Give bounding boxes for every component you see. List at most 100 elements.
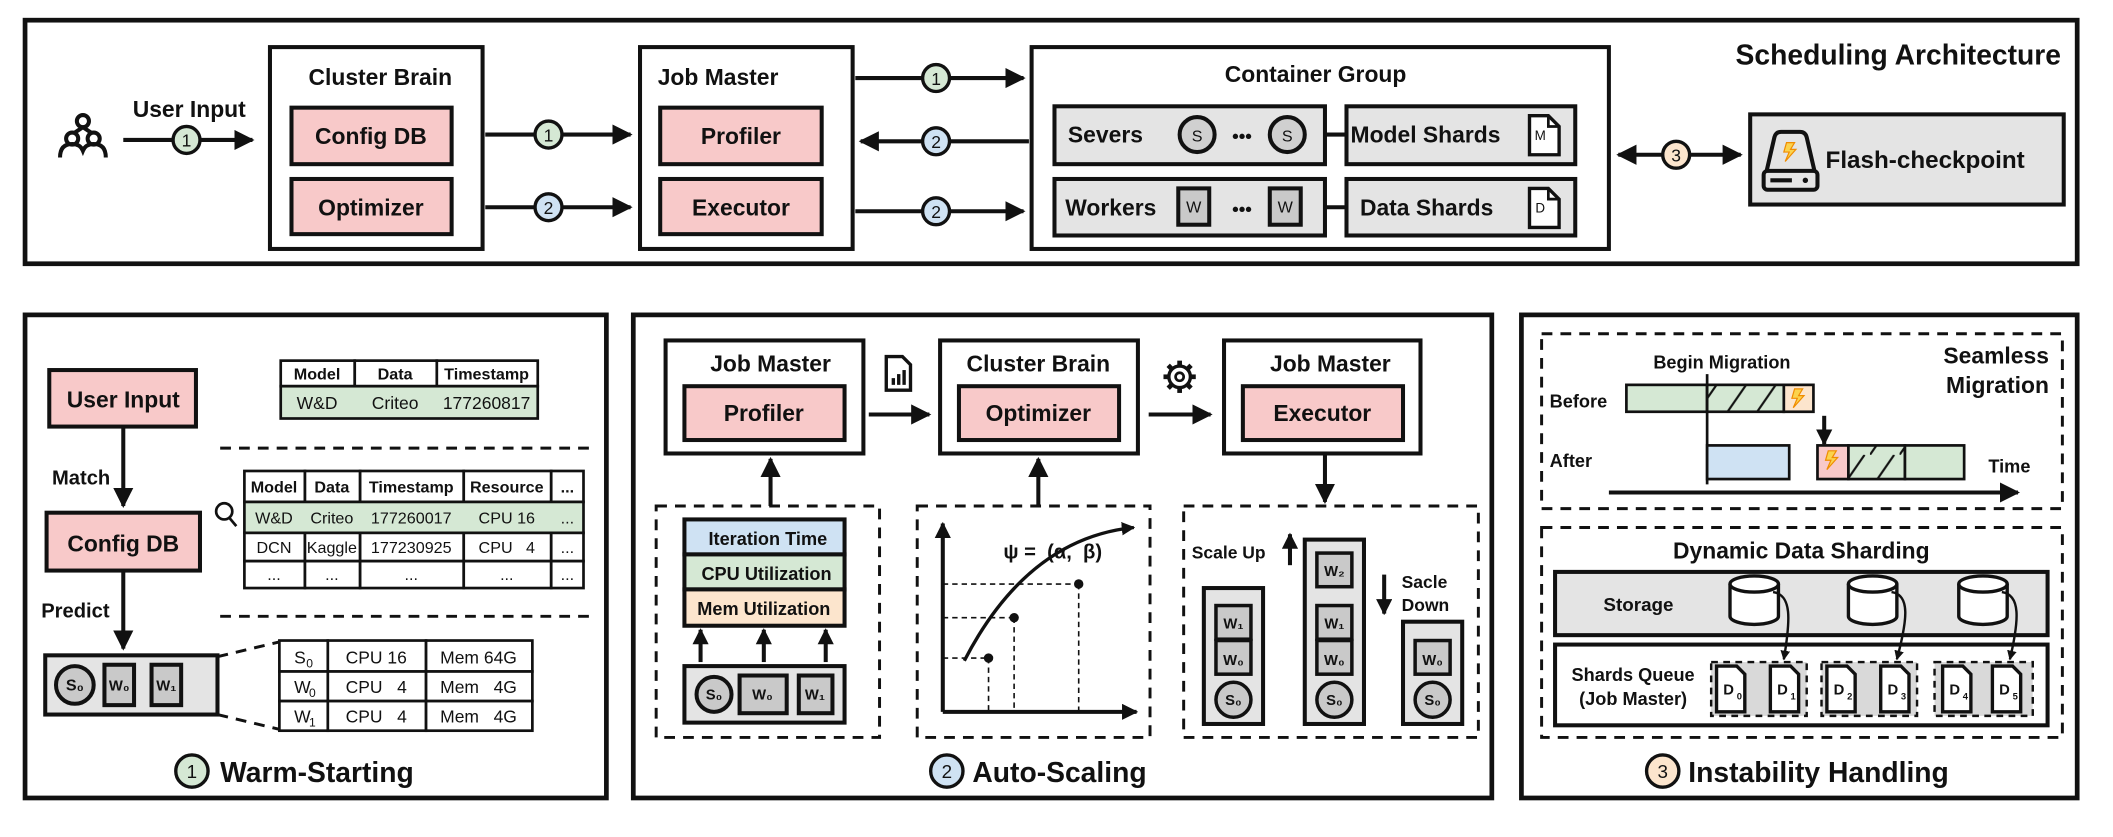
database-icon xyxy=(1957,574,2009,627)
predicted-node-group[interactable]: S₀ W₀ W₁ xyxy=(43,653,220,717)
dynamic-data-sharding-area xyxy=(1540,526,2064,739)
job-master-box[interactable]: Job Master Profiler Executor xyxy=(638,45,855,251)
server-node-icon: S₀ xyxy=(53,664,96,706)
scale-down-label: Down xyxy=(1402,595,1450,615)
user-input-box-label: User Input xyxy=(67,387,180,413)
begin-migration-label: Begin Migration xyxy=(1653,353,1790,373)
cluster-brain-box[interactable]: Cluster Brain Config DB Optimizer xyxy=(267,45,485,251)
svg-text:Cluster Brain: Cluster Brain xyxy=(967,350,1111,376)
query-cell: Criteo xyxy=(372,393,419,413)
shard-file-icon: D 1 xyxy=(1768,664,1801,714)
svg-text:Executor: Executor xyxy=(1273,400,1371,426)
performance-model-area xyxy=(915,504,1152,739)
scale-up-label: Scale Up xyxy=(1192,542,1266,562)
step-badge-2: 2 xyxy=(920,126,952,157)
optimizer-label: Optimizer xyxy=(318,194,424,220)
shard-fetch-arrow xyxy=(1772,590,1791,661)
worker-node-icon: W xyxy=(1267,186,1303,227)
workers-label: Workers xyxy=(1065,194,1156,220)
svg-text:D: D xyxy=(1887,682,1898,698)
instability-handling-panel: Seamless Migration Begin Migration Befor… xyxy=(1519,312,2080,801)
optimizer-box[interactable] xyxy=(289,176,454,237)
profiler-box[interactable] xyxy=(658,105,824,167)
node-column-before[interactable]: W₁ W₀ S₀ xyxy=(1201,586,1266,726)
node-column-scaled-up[interactable]: W₂ W₁ W₀ S₀ xyxy=(1302,537,1367,726)
svg-text:Mem 64G: Mem 64G xyxy=(440,647,517,667)
svg-text:S₀: S₀ xyxy=(1225,693,1242,709)
step-badge-2: 2 xyxy=(920,196,952,227)
model-shards-label: Model Shards xyxy=(1351,122,1501,148)
svg-text:Instability Handling: Instability Handling xyxy=(1688,756,1949,788)
shard-group: D 2 D 3 xyxy=(1820,660,1919,718)
step-badge-2: 2 xyxy=(533,192,564,223)
svg-text:1: 1 xyxy=(182,131,192,151)
svg-text:S: S xyxy=(1192,127,1203,145)
shard-file-icon: D 5 xyxy=(1990,664,2023,714)
svg-text:W₁: W₁ xyxy=(1324,616,1344,632)
svg-text:W₂: W₂ xyxy=(1324,564,1345,580)
shard-fetch-arrow xyxy=(1891,590,1907,661)
after-label: After xyxy=(1550,451,1592,471)
executor-box[interactable] xyxy=(658,176,824,237)
svg-text:...: ... xyxy=(405,566,418,584)
svg-text:W₀: W₀ xyxy=(1223,653,1244,669)
svg-text:Resource: Resource xyxy=(470,479,544,497)
servers-ellipsis: ••• xyxy=(1232,126,1252,147)
node-group[interactable]: S₀ W₀ W₁ xyxy=(682,664,847,725)
container-group-box[interactable]: Container Group Severs S ••• S Workers W… xyxy=(1029,45,1611,251)
svg-text:W₀: W₀ xyxy=(1422,653,1443,669)
auto-scaling-panel: Job Master Profiler Cluster Brain Optimi… xyxy=(630,312,1495,801)
svg-text:Model: Model xyxy=(251,479,298,497)
svg-text:S: S xyxy=(1282,127,1293,145)
scale-down-label: Sacle xyxy=(1402,572,1448,592)
svg-text:3: 3 xyxy=(1671,145,1681,165)
svg-text:Profiler: Profiler xyxy=(724,400,804,426)
query-cell: W&D xyxy=(297,393,338,413)
curve-point xyxy=(1073,579,1084,589)
svg-text:D: D xyxy=(1723,682,1734,698)
svg-text:...: ... xyxy=(561,539,574,557)
metrics-area xyxy=(654,504,882,739)
shard-group: D 0 D 1 xyxy=(1709,660,1808,718)
performance-curve-plot: ψ = (α, β) xyxy=(934,521,1139,720)
svg-text:S₀: S₀ xyxy=(1326,693,1343,709)
search-icon xyxy=(214,501,238,528)
optimizer-cluster-brain-box[interactable]: Cluster Brain Optimizer xyxy=(938,338,1140,456)
metric-iteration-time: Iteration Time xyxy=(708,529,827,549)
executor-job-master-box[interactable]: Job Master Executor xyxy=(1222,338,1423,456)
cluster-brain-title: Cluster Brain xyxy=(309,64,453,90)
node-column-scaled-down[interactable]: W₀ S₀ xyxy=(1400,619,1465,726)
step-badge-1: 1 xyxy=(920,62,952,94)
shard-file-icon: D 4 xyxy=(1940,664,1973,714)
svg-text:177260017: 177260017 xyxy=(371,509,452,527)
profiler-job-master-box[interactable]: Job Master Profiler xyxy=(663,338,866,456)
step-badge-1: 1 xyxy=(533,119,564,150)
shard-file-icon: D 3 xyxy=(1879,664,1911,714)
user-input-box[interactable] xyxy=(47,368,198,429)
job-master-title: Job Master xyxy=(658,64,779,90)
server-node-icon: S xyxy=(1267,115,1307,155)
shard-group: D 4 D 5 xyxy=(1933,660,2034,718)
server-node-icon: S xyxy=(1177,115,1217,155)
config-db-box[interactable] xyxy=(289,105,454,167)
svg-text:...: ... xyxy=(561,509,574,527)
curve-point xyxy=(983,653,994,663)
svg-text:...: ... xyxy=(561,566,574,584)
architecture-title: Scheduling Architecture xyxy=(1736,39,2061,71)
database-icon xyxy=(1846,574,1899,627)
svg-text:Auto-Scaling: Auto-Scaling xyxy=(972,756,1146,788)
flash-checkpoint-box[interactable]: Flash-checkpoint xyxy=(1748,112,2066,207)
workers-ellipsis: ••• xyxy=(1232,198,1252,219)
performance-curve xyxy=(962,522,1136,662)
match-label: Match xyxy=(52,467,110,489)
svg-text:W₁: W₁ xyxy=(1223,616,1243,632)
warm-starting-caption: 1 Warm-Starting xyxy=(174,753,414,789)
shards-queue-label: Shards Queue xyxy=(1572,665,1695,685)
svg-text:Kaggle: Kaggle xyxy=(307,539,357,557)
svg-text:Job Master: Job Master xyxy=(1270,350,1391,376)
resource-table: S 0 W 0 W 1 CPU 16 CPU 4 CPU 4 Mem 64G M… xyxy=(278,639,534,733)
node-label: S₀ xyxy=(66,676,84,694)
seamless-migration-title: Seamless xyxy=(1943,342,2049,368)
svg-text:1: 1 xyxy=(544,125,554,145)
